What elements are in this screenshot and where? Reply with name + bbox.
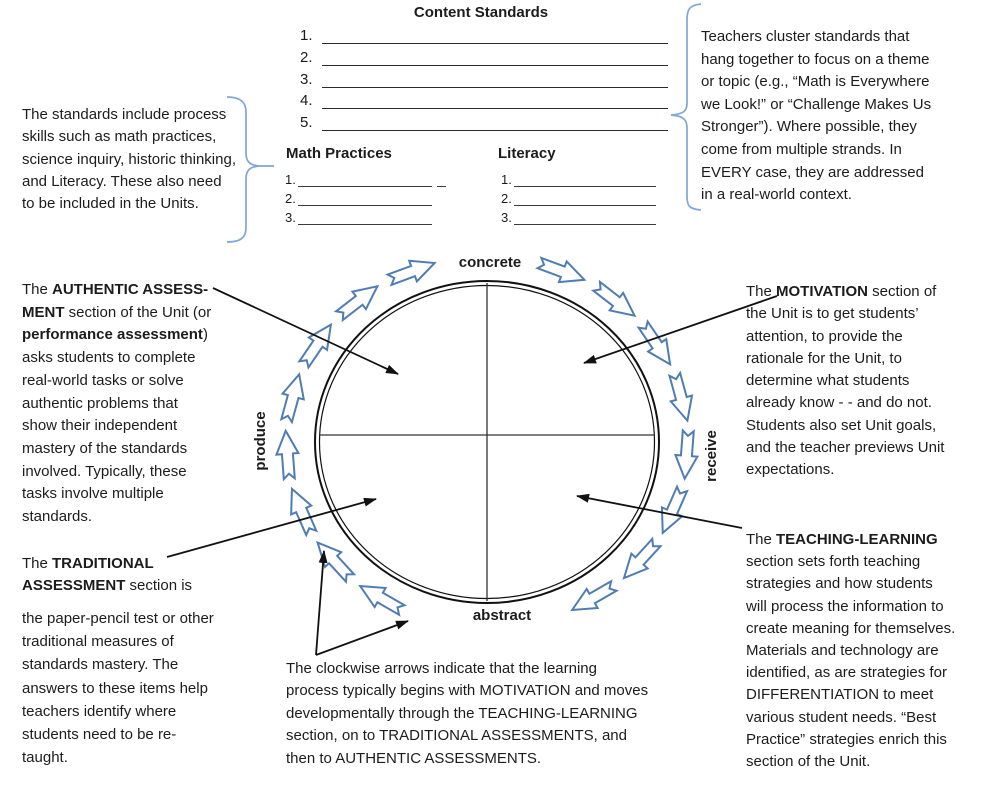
math-practice-row-3: 3. — [285, 210, 432, 225]
literacy-row-2-number: 2. — [501, 191, 512, 206]
math-practice-row-1-blank-line[interactable] — [298, 174, 432, 187]
pointer-arrow-traditional — [166, 497, 377, 558]
clockwise-ring-arrow-icon — [673, 428, 700, 482]
content-standard-row-2-number: 2. — [300, 48, 313, 66]
literacy-row-3: 3. — [501, 210, 656, 225]
content-standard-row-4-blank-line[interactable] — [322, 93, 668, 110]
content-standard-row-3-blank-line[interactable] — [322, 72, 668, 88]
content-standard-row-1: 1. — [300, 27, 668, 44]
math-practice-row-1-number: 1. — [285, 172, 296, 187]
content-standard-row-5: 5. — [300, 114, 668, 132]
literacy-title: Literacy — [498, 145, 556, 162]
content-standard-row-4-number: 4. — [300, 92, 313, 110]
content-standards-title: Content Standards — [413, 4, 549, 21]
clockwise-ring-arrow-icon — [622, 536, 663, 580]
left-facing-brace-icon — [670, 3, 702, 211]
clockwise-ring-arrow-icon — [590, 279, 637, 318]
literacy-row-1-blank-line[interactable] — [514, 174, 656, 187]
clockwise-ring-arrow-icon — [570, 579, 620, 612]
content-standard-row-2-blank-line[interactable] — [322, 50, 668, 66]
content-standard-row-3-number: 3. — [300, 70, 313, 88]
axis-label-abstract: abstract — [472, 607, 532, 624]
literacy-row-3-number: 3. — [501, 210, 512, 225]
clockwise-ring-arrow-icon — [358, 584, 408, 617]
math-practice-row-1-blank-dash — [437, 174, 446, 187]
pointer-arrow-teaching — [576, 493, 743, 529]
axis-label-receive: receive — [703, 430, 720, 482]
clockwise-ring-arrow-icon — [667, 370, 694, 423]
content-standard-row-4: 4. — [300, 92, 668, 110]
learning-circle-outer — [314, 280, 660, 604]
note-clockwise-arrows: The clockwise arrows indicate that the l… — [286, 660, 649, 767]
content-standard-row-5-number: 5. — [300, 114, 313, 132]
axis-label-concrete: concrete — [458, 254, 522, 271]
clockwise-ring-arrow-icon — [660, 484, 689, 535]
math-practice-row-2: 2. — [285, 191, 432, 206]
clockwise-ring-arrow-icon — [333, 284, 380, 323]
math-practice-row-3-number: 3. — [285, 210, 296, 225]
pointer-arrow-authentic — [212, 287, 399, 375]
clockwise-ring-arrow-icon — [535, 256, 587, 284]
pointer-arrow-clockwise-left — [315, 550, 328, 656]
clockwise-ring-arrow-icon — [385, 259, 437, 287]
literacy-row-1-number: 1. — [501, 172, 512, 187]
right-facing-brace-icon — [226, 96, 274, 243]
content-standard-row-1-number: 1. — [300, 27, 313, 44]
axis-label-produce: produce — [252, 411, 269, 471]
math-practice-row-2-number: 2. — [285, 191, 296, 206]
content-standard-row-5-blank-line[interactable] — [322, 115, 668, 132]
content-standard-row-1-blank-line[interactable] — [322, 28, 668, 44]
literacy-row-2-blank-line[interactable] — [514, 193, 656, 206]
math-practice-row-3-blank-line[interactable] — [298, 212, 432, 225]
math-practices-title: Math Practices — [286, 145, 392, 162]
math-practice-row-2-blank-line[interactable] — [298, 193, 432, 206]
literacy-row-1: 1. — [501, 172, 656, 187]
clockwise-ring-arrow-icon — [297, 322, 333, 370]
content-standard-row-3: 3. — [300, 71, 668, 88]
clockwise-ring-arrow-icon — [636, 319, 672, 367]
literacy-row-2: 2. — [501, 191, 656, 206]
math-practice-row-1: 1. — [285, 172, 446, 187]
note-authentic-assessment: The AUTHENTIC ASSESS-MENT section of the… — [22, 281, 212, 526]
clockwise-ring-arrow-icon — [274, 428, 301, 482]
clockwise-ring-arrow-icon — [316, 540, 357, 585]
clockwise-ring-arrow-icon — [279, 372, 306, 425]
clockwise-ring-arrow-icon — [290, 486, 319, 538]
literacy-row-3-blank-line[interactable] — [514, 212, 656, 225]
pointer-arrow-clockwise-right — [315, 620, 409, 656]
content-standard-row-2: 2. — [300, 49, 668, 66]
pointer-arrow-motivation — [583, 295, 778, 364]
